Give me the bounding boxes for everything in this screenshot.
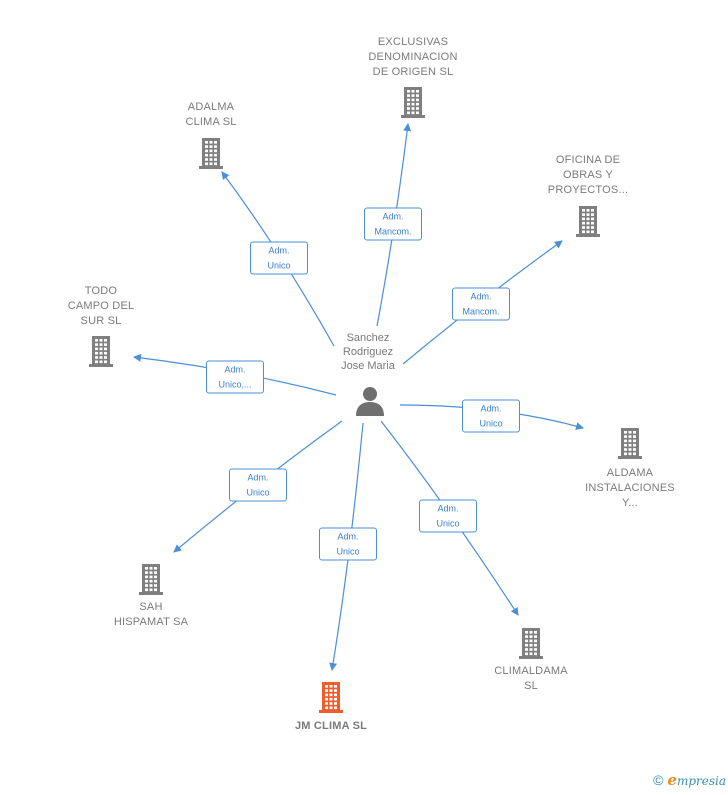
center-person-name[interactable]: Sanchez Rodriguez Jose Maria [341, 332, 395, 372]
building-icon[interactable] [85, 334, 117, 368]
edge-role-badge-jm-clima[interactable]: Adm. Unico [319, 527, 377, 561]
company-label-exclusivas[interactable]: EXCLUSIVAS DENOMINACION DE ORIGEN SL [368, 36, 458, 78]
company-label-todo-campo[interactable]: TODO CAMPO DEL SUR SL [67, 285, 135, 327]
company-label-aldama[interactable]: ALDAMA INSTALACIONES Y... [585, 467, 675, 509]
building-icon[interactable] [614, 426, 646, 460]
edge-role-badge-exclusivas[interactable]: Adm. Mancom. [364, 207, 422, 241]
edge-role-badge-climaldama[interactable]: Adm. Unico [419, 499, 477, 533]
building-icon[interactable] [572, 204, 604, 238]
company-label-oficina[interactable]: OFICINA DE OBRAS Y PROYECTOS... [547, 154, 629, 196]
edge-role-badge-aldama[interactable]: Adm. Unico [462, 399, 520, 433]
building-icon[interactable] [195, 136, 227, 170]
edge-role-badge-sah[interactable]: Adm. Unico [229, 468, 287, 502]
edge-role-badge-todo-campo[interactable]: Adm. Unico,... [206, 360, 264, 394]
brand-logo[interactable]: empresia [667, 771, 726, 789]
building-icon[interactable] [135, 562, 167, 596]
edge-role-badge-oficina[interactable]: Adm. Mancom. [452, 287, 510, 321]
building-icon[interactable] [315, 680, 347, 714]
company-label-jm-clima[interactable]: JM CLIMA SL [294, 720, 368, 732]
company-label-adalma[interactable]: ADALMA CLIMA SL [185, 101, 237, 128]
building-icon[interactable] [397, 85, 429, 119]
company-label-climaldama[interactable]: CLIMALDAMA SL [494, 665, 568, 692]
footer-brand: © empresia [653, 771, 726, 789]
person-icon[interactable] [354, 386, 386, 416]
company-label-sah[interactable]: SAH HISPAMAT SA [113, 601, 189, 628]
copyright-symbol: © [653, 772, 664, 788]
edge-role-badge-adalma[interactable]: Adm. Unico [250, 241, 308, 275]
building-icon[interactable] [515, 626, 547, 660]
